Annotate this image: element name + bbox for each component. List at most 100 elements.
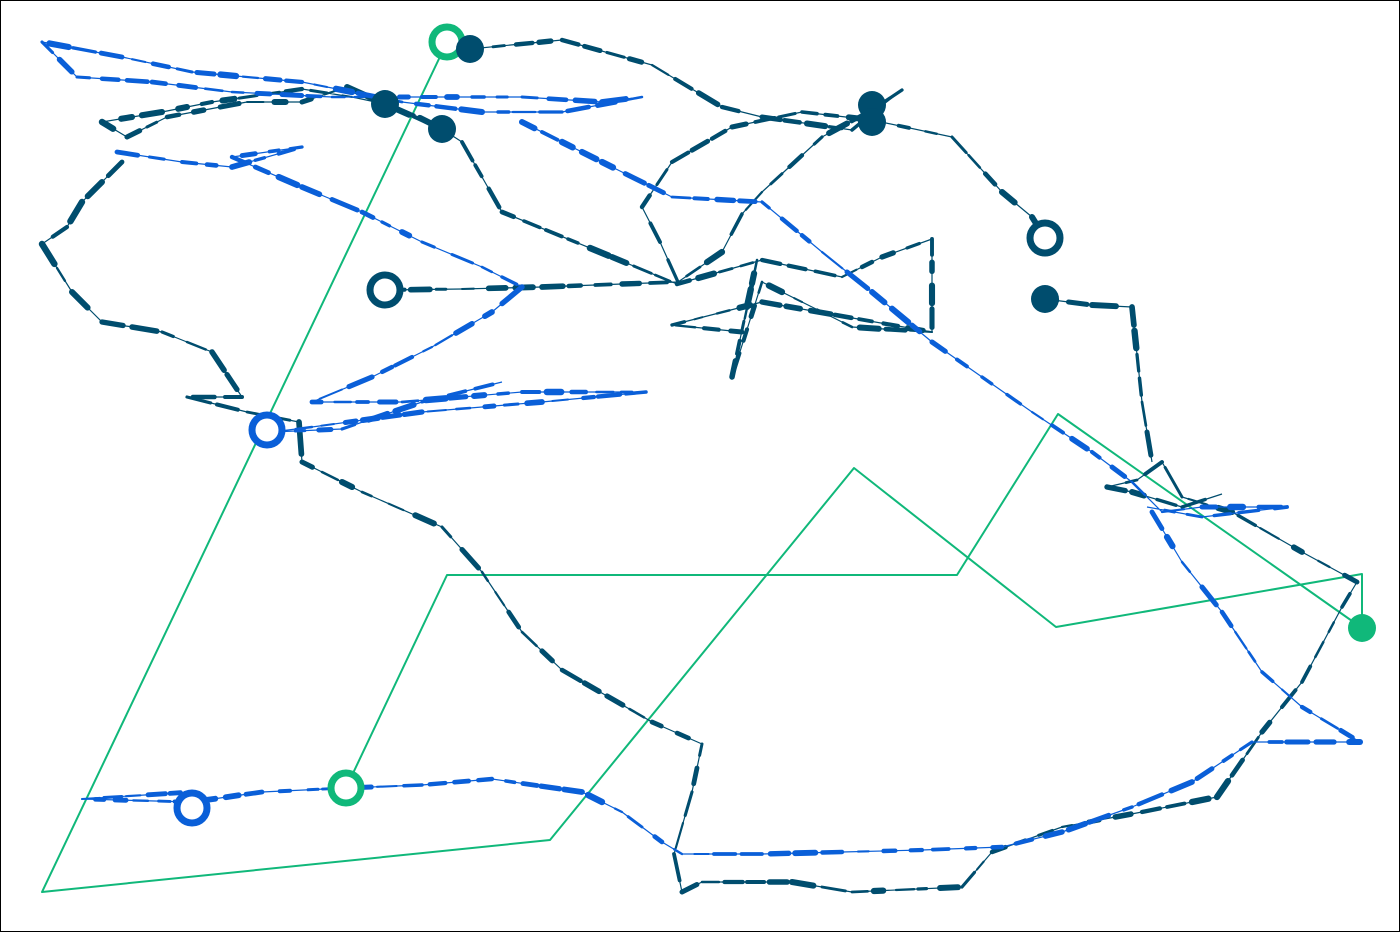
route-bead [1317, 559, 1331, 569]
route-bead [670, 320, 687, 327]
route-bead [1130, 480, 1146, 496]
route-bead [1129, 489, 1147, 499]
route-bead [1247, 650, 1257, 663]
route-bead [450, 253, 474, 265]
route-bead [741, 327, 750, 343]
route-bead [71, 46, 98, 54]
route-bead [769, 172, 784, 186]
route-bead [551, 398, 570, 403]
route-bead [679, 882, 700, 895]
route-bead [753, 116, 777, 124]
route-bead [1272, 505, 1289, 511]
route-bead [975, 860, 985, 871]
route-bead [832, 312, 854, 321]
route-bead [455, 406, 472, 411]
route-bead [960, 870, 977, 889]
route-bead [714, 196, 737, 204]
route-bead [1139, 806, 1163, 815]
route-bead [841, 321, 854, 329]
route-bead [413, 101, 431, 108]
route-bead [1180, 560, 1192, 574]
route-bead [1319, 717, 1339, 730]
route-bead [674, 821, 685, 850]
route-bead [950, 135, 968, 154]
route-bead [622, 171, 647, 186]
route-bead [538, 783, 563, 792]
route-bead [105, 159, 125, 179]
route-bead [380, 220, 392, 228]
route-bead [482, 403, 497, 410]
route-bead [558, 138, 576, 151]
route-bead [879, 250, 896, 260]
route-bead [277, 788, 292, 794]
node-navy-ring-2 [1026, 219, 1064, 257]
route-bead [1086, 812, 1112, 825]
route-bead [167, 790, 183, 796]
route-bead [1219, 609, 1234, 629]
route-bead [729, 121, 749, 130]
path-blue-fan [114, 145, 648, 435]
route-bead [648, 280, 669, 285]
route-bead [1165, 801, 1187, 809]
route-bead [306, 787, 320, 792]
route-bead [1037, 828, 1054, 837]
route-bead [715, 309, 731, 315]
route-bead [219, 95, 238, 104]
route-bead [896, 123, 911, 130]
path-navy-spoke [382, 280, 679, 293]
route-bead [124, 78, 150, 84]
route-bead [1212, 512, 1233, 518]
route-bead [520, 781, 540, 788]
route-bead [586, 244, 612, 259]
route-bead [639, 193, 652, 210]
route-bead [883, 326, 908, 333]
route-bead [160, 330, 175, 339]
route-bead [80, 796, 101, 801]
route-bead [342, 418, 359, 425]
route-bead [783, 303, 803, 312]
route-bead [299, 184, 323, 198]
route-bead [1104, 484, 1128, 494]
route-bead [581, 680, 602, 695]
route-bead [820, 250, 844, 270]
route-bead [982, 171, 998, 187]
route-bead [1135, 352, 1141, 373]
route-bead [296, 419, 305, 457]
route-line [345, 413, 1363, 789]
route-bead [747, 281, 755, 298]
route-bead [496, 391, 511, 396]
route-bead [566, 283, 584, 289]
route-bead [99, 319, 126, 329]
route-bead [593, 282, 613, 287]
route-bead [320, 470, 340, 482]
route-bead [559, 667, 583, 684]
route-bead [674, 278, 692, 287]
route-bead [813, 269, 837, 278]
route-bead [56, 56, 75, 75]
route-bead [402, 783, 424, 788]
route-bead [392, 401, 417, 414]
route-line [41, 41, 1363, 893]
route-bead [736, 302, 754, 311]
route-bead [561, 786, 585, 795]
route-bead [998, 188, 1018, 206]
route-bead [458, 106, 485, 115]
route-bead [572, 97, 598, 105]
route-bead [175, 67, 194, 74]
route-bead [729, 358, 739, 380]
route-bead [728, 328, 745, 335]
route-bead [757, 280, 764, 294]
route-bead [674, 730, 691, 741]
node-blue-ring-2 [173, 789, 211, 827]
route-bead [309, 88, 329, 95]
route-bead [67, 198, 86, 225]
route-bead [737, 198, 758, 205]
route-bead [1168, 779, 1195, 794]
route-bead [648, 221, 662, 244]
route-bead [748, 303, 757, 319]
route-bead [905, 241, 921, 250]
route-bead [114, 149, 141, 158]
route-bead [519, 119, 538, 132]
route-bead [176, 82, 199, 90]
